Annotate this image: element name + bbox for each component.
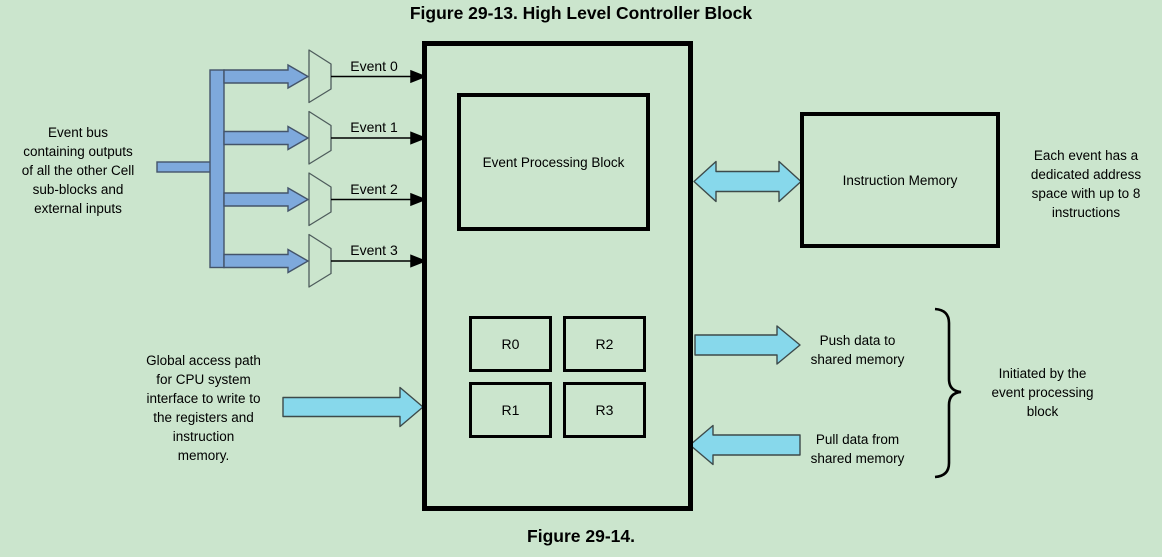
event-lines bbox=[331, 69, 428, 268]
event-0-label: Event 0 bbox=[350, 58, 398, 74]
next-figure-caption: Figure 29-14. bbox=[527, 526, 635, 546]
pull-data-label: Pull data from shared memory bbox=[810, 432, 905, 466]
event-processing-block: Event Processing Block bbox=[457, 93, 650, 231]
push-data-label: Push data to shared memory bbox=[810, 333, 905, 367]
mux-icon bbox=[308, 172, 332, 227]
event-arrowhead-icon bbox=[410, 131, 428, 145]
register-label: R0 bbox=[501, 336, 520, 352]
global-access-annotation: Global access path for CPU system interf… bbox=[146, 353, 261, 463]
event-bus-annotation: Event bus containing outputs of all the … bbox=[21, 125, 135, 216]
event-arrowhead-icon bbox=[410, 69, 428, 84]
event-bus-arrows-icon bbox=[156, 63, 310, 274]
register-r1: R1 bbox=[469, 382, 552, 438]
event-2-label: Event 2 bbox=[350, 181, 398, 197]
high-level-controller-block bbox=[422, 41, 693, 511]
curly-brace-icon bbox=[934, 307, 962, 479]
initiated-by-annotation: Initiated by the event processing block bbox=[991, 366, 1094, 419]
instruction-memory-label: Instruction Memory bbox=[842, 172, 958, 188]
bus-branch-arrow-icon bbox=[223, 125, 310, 151]
pull-arrow-icon bbox=[689, 424, 801, 466]
bus-branch-arrow-icon bbox=[223, 186, 310, 213]
push-arrow-icon bbox=[694, 325, 801, 365]
mux-icon bbox=[308, 49, 332, 104]
event-arrowhead-icon bbox=[410, 254, 428, 268]
figure-title: Figure 29-13. High Level Controller Bloc… bbox=[409, 3, 753, 23]
mux-shapes bbox=[308, 49, 332, 288]
global-access-arrow-icon bbox=[282, 386, 424, 428]
mux-icon bbox=[308, 233, 332, 288]
register-label: R3 bbox=[595, 402, 614, 418]
register-label: R2 bbox=[595, 336, 614, 352]
bus-branch-arrow-icon bbox=[223, 248, 310, 274]
event-arrowhead-icon bbox=[410, 192, 428, 207]
each-event-annotation: Each event has a dedicated address space… bbox=[1030, 148, 1142, 220]
register-r3: R3 bbox=[563, 382, 646, 438]
instruction-memory-block: Instruction Memory bbox=[800, 112, 1000, 248]
event-1-label: Event 1 bbox=[350, 119, 398, 135]
bus-branch-arrow-icon bbox=[223, 63, 310, 90]
mux-icon bbox=[308, 110, 332, 165]
register-label: R1 bbox=[501, 402, 520, 418]
bus-trunk bbox=[209, 69, 225, 269]
event-processing-block-label: Event Processing Block bbox=[482, 154, 625, 170]
data-arrows bbox=[282, 160, 802, 466]
register-r0: R0 bbox=[469, 316, 552, 372]
register-r2: R2 bbox=[563, 316, 646, 372]
bus-stem bbox=[156, 161, 214, 173]
bidirectional-arrow-icon bbox=[693, 160, 802, 203]
event-3-label: Event 3 bbox=[350, 242, 398, 258]
